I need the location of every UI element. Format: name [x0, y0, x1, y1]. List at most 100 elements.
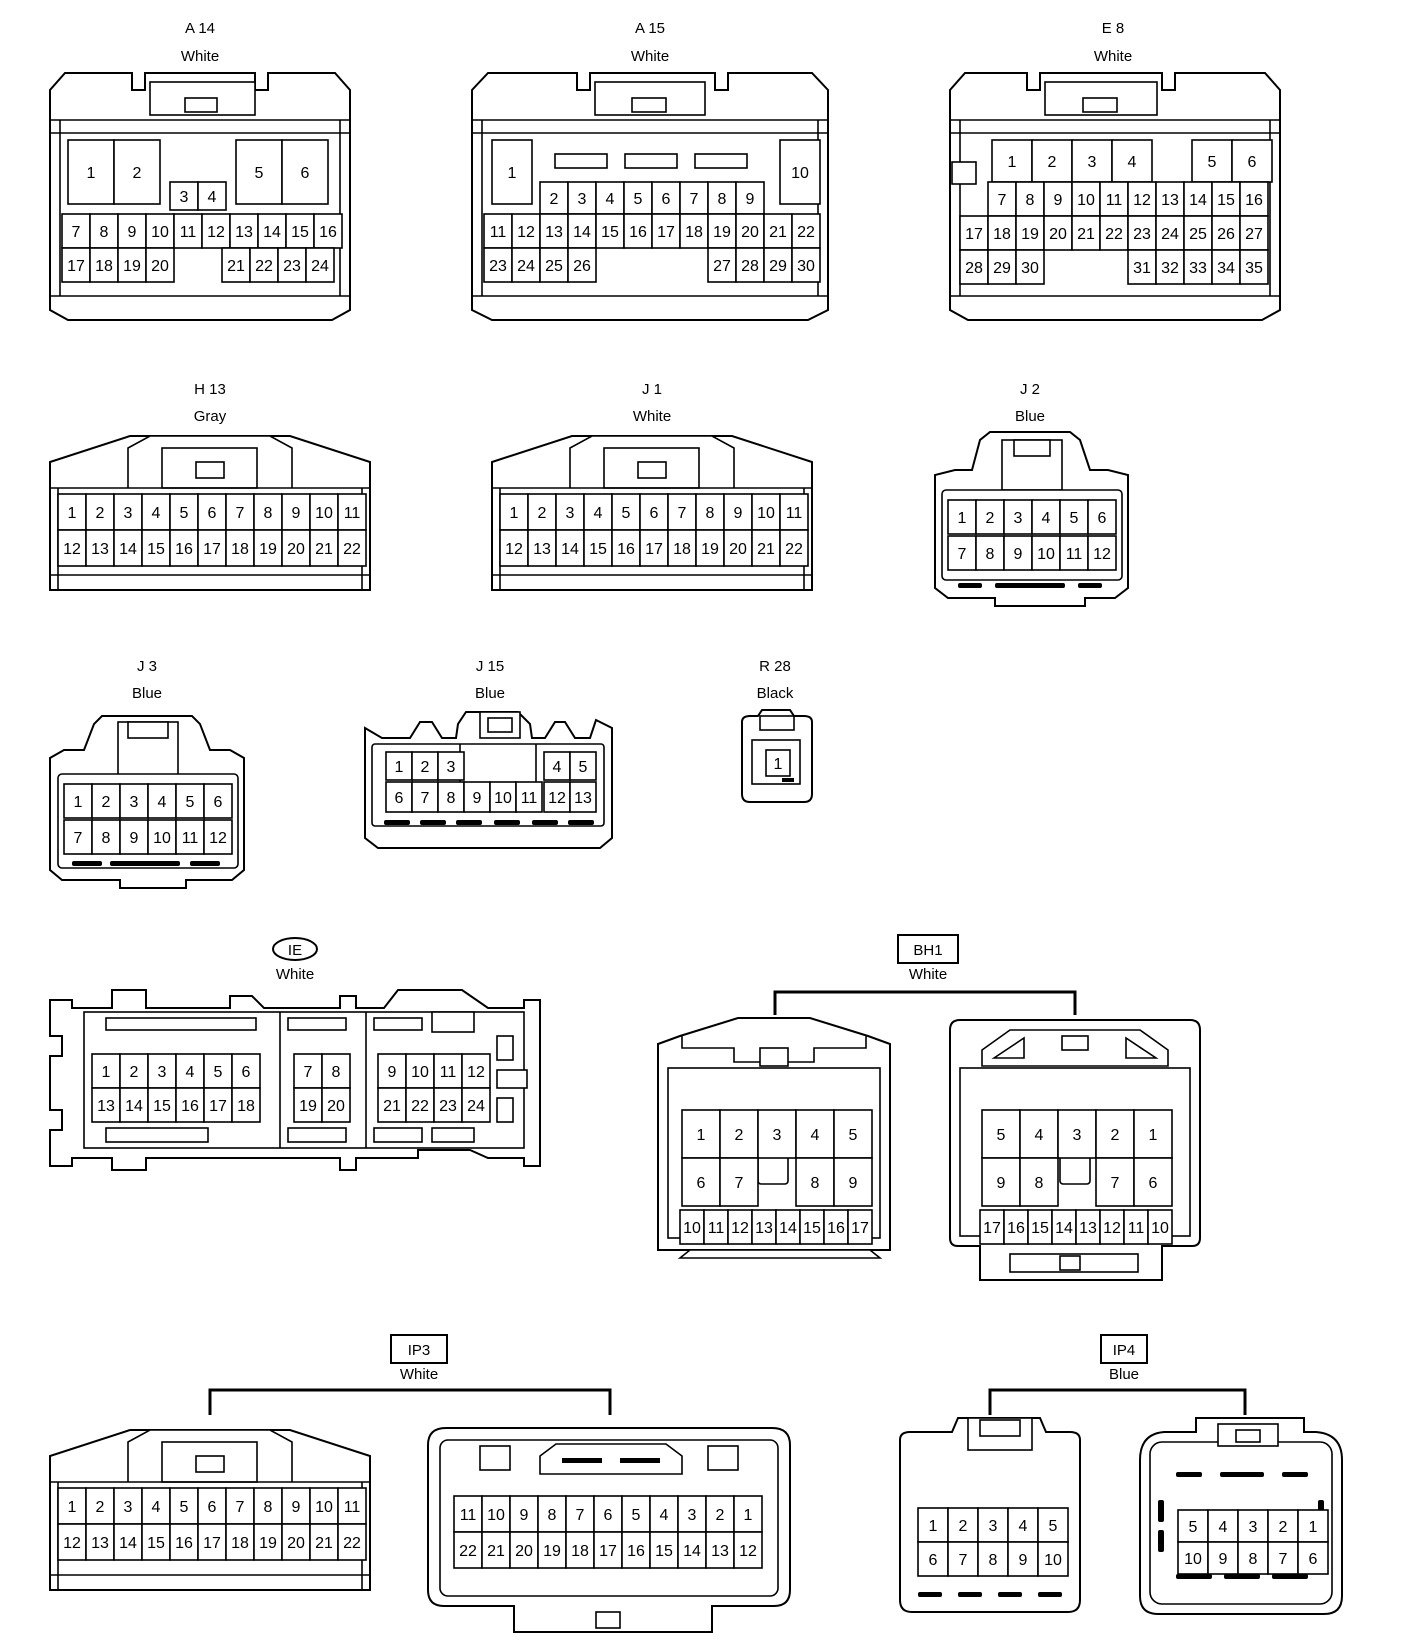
e8-pin-number: 11 — [1106, 192, 1123, 209]
a15-pin-number: 22 — [797, 224, 815, 241]
ip4-female-pin-number: 6 — [1309, 1551, 1318, 1568]
ip3-female-pin-number: 22 — [459, 1543, 477, 1560]
ie-pin-number: 23 — [439, 1098, 457, 1115]
e8-pin-number: 22 — [1105, 226, 1123, 243]
a14-pin-number: 24 — [311, 258, 329, 275]
e8-pin-cavity — [1043, 215, 1073, 251]
e8-pin-cavity — [1127, 181, 1157, 217]
ip3-male-pin-number: 11 — [344, 1499, 361, 1516]
j2-code: J 2 — [1020, 381, 1040, 398]
h13-pin-number: 7 — [236, 505, 245, 522]
ie-pin-number: 24 — [467, 1098, 485, 1115]
j1-pin-cavity — [583, 493, 613, 531]
a14-latch-tab — [184, 97, 218, 113]
j3-color: Blue — [132, 685, 162, 702]
j2-pin-number: 7 — [958, 546, 967, 563]
h13-pin-number: 4 — [152, 505, 161, 522]
ip4-male-pin-cavity — [947, 1507, 979, 1543]
e8-pin-number: 34 — [1217, 260, 1235, 277]
ip3-female-pin-number: 7 — [576, 1507, 585, 1524]
j1-pin-cavity — [527, 529, 557, 567]
a15-pin-number: 7 — [690, 191, 699, 208]
ip3-female-pin-cavity — [565, 1531, 595, 1569]
a15-pin-number: 5 — [634, 191, 643, 208]
j1-pin-cavity — [583, 529, 613, 567]
e8-pin-number: 25 — [1189, 226, 1207, 243]
ip4-male-pin-cavity — [1037, 1507, 1069, 1543]
a15-pin-number: 15 — [601, 224, 619, 241]
e8-pin-cavity — [1015, 181, 1045, 217]
j3-pin-number: 1 — [74, 794, 83, 811]
ie-pin-number: 20 — [327, 1098, 345, 1115]
e8-pin-cavity — [1071, 139, 1113, 183]
ip3-female-pin-number: 20 — [515, 1543, 533, 1560]
e8-pin-number: 19 — [1021, 226, 1039, 243]
a15-key-slot-1 — [554, 153, 608, 169]
j3-pin-cavity — [63, 783, 93, 819]
ip3-male-pin-cavity — [253, 1487, 283, 1525]
j15-pin-cavity — [543, 751, 571, 781]
j1-pin-number: 17 — [645, 541, 663, 558]
j15-color: Blue — [475, 685, 505, 702]
ip3-female-pin-number: 18 — [571, 1543, 589, 1560]
ip4-female-pin-number: 1 — [1309, 1519, 1318, 1536]
e8-pin-number: 3 — [1088, 154, 1097, 171]
j1-pin-number: 6 — [650, 505, 659, 522]
a15-pin-cavity — [539, 213, 569, 249]
ie-pin-cavity — [203, 1053, 233, 1089]
e8-pin-number: 6 — [1248, 154, 1257, 171]
ie-pin-number: 14 — [125, 1098, 143, 1115]
ip4-male-pin-cavity — [1037, 1541, 1069, 1577]
bh1-male-pin-number: 3 — [773, 1127, 782, 1144]
a14-pin-number: 11 — [180, 224, 197, 241]
j1-pin-cavity — [779, 529, 809, 567]
j15-pin-number: 12 — [548, 790, 566, 807]
j15-pin-cavity — [489, 781, 517, 813]
j3-pin-cavity — [203, 783, 233, 819]
a15-key-slot-3 — [694, 153, 748, 169]
bh1-female-pin-number: 5 — [997, 1127, 1006, 1144]
j1-pin-number: 13 — [533, 541, 551, 558]
a15-pin-number: 27 — [713, 258, 731, 275]
h13-pin-number: 20 — [287, 541, 305, 558]
e8-pin-number: 12 — [1133, 192, 1151, 209]
h13-pin-cavity — [141, 493, 171, 531]
h13-pin-number: 10 — [315, 505, 333, 522]
a14-pin-number: 12 — [207, 224, 225, 241]
a15-pin-number: 3 — [578, 191, 587, 208]
a15-pin-cavity — [623, 213, 653, 249]
bh1-female-pin-number: 17 — [983, 1220, 1001, 1237]
e8-side-notch — [951, 161, 977, 185]
ip4-female-pin-number: 4 — [1219, 1519, 1228, 1536]
j1-pin-cavity — [639, 493, 669, 531]
a14-pin-cavity — [113, 139, 161, 205]
bh1-male-pin-number: 14 — [779, 1220, 797, 1237]
a14-pin-cavity — [173, 213, 203, 249]
ie-pin-number: 17 — [209, 1098, 227, 1115]
ie-pin-cavity — [293, 1087, 323, 1123]
j2-pin-number: 9 — [1014, 546, 1023, 563]
bh1-male-pin-cavity — [833, 1109, 873, 1159]
ip3-male-pin-cavity — [337, 1523, 367, 1561]
a14-pin-number: 21 — [227, 258, 245, 275]
a14-pin-number: 20 — [151, 258, 169, 275]
ip4-female-pin-cavity — [1297, 1509, 1329, 1543]
ip4-female-pin-number: 10 — [1184, 1551, 1202, 1568]
e8-pin-number: 26 — [1217, 226, 1235, 243]
h13-pin-number: 16 — [175, 541, 193, 558]
bh1-male-pin-cavity — [795, 1109, 835, 1159]
ie-pin-cavity — [293, 1053, 323, 1089]
ip4-code-box — [1100, 1334, 1148, 1364]
bh1-color: White — [909, 966, 947, 983]
bh1-male-pin-number: 8 — [811, 1175, 820, 1192]
e8-pin-cavity — [1191, 139, 1233, 183]
ip3-female-pin-number: 11 — [460, 1507, 477, 1524]
j1-pin-number: 7 — [678, 505, 687, 522]
h13-pin-number: 19 — [259, 541, 277, 558]
j15-pin-number: 13 — [574, 790, 592, 807]
j1-latch-tab — [637, 461, 667, 479]
